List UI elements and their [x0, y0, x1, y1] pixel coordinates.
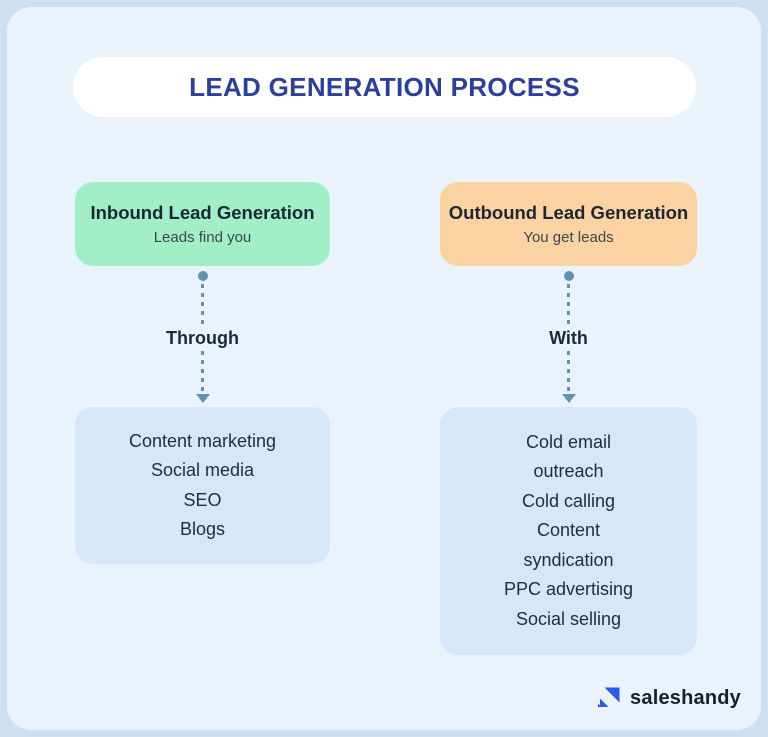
list-item: Blogs: [179, 519, 226, 539]
list-item: SEO: [183, 489, 222, 510]
arrow-down-icon: [195, 394, 210, 403]
brand-name: saleshandy: [630, 686, 741, 709]
outbound-card-heading: Outbound Lead Generation: [448, 202, 689, 223]
inbound-card-heading: Inbound Lead Generation: [90, 202, 315, 223]
brand-logo: saleshandy: [597, 686, 741, 710]
connector-start-dot: [197, 271, 208, 281]
arrow-down-icon: [561, 394, 576, 403]
outbound-connector: With: [440, 266, 697, 407]
connector-start-dot: [563, 271, 574, 281]
inbound-connector: Through: [75, 266, 330, 407]
list-item: Content syndication: [523, 520, 614, 570]
list-item: Social selling: [515, 608, 622, 629]
list-item: Social media: [150, 460, 255, 480]
outbound-card-subheading: You get leads: [523, 229, 614, 246]
title-banner: LEAD GENERATION PROCESS: [73, 57, 696, 117]
list-item: PPC advertising: [503, 579, 634, 600]
connector-dash-top: [201, 284, 204, 325]
connector-dash-top: [567, 284, 570, 325]
outbound-column: Outbound Lead Generation You get leads W…: [440, 182, 697, 655]
connector-dash-bottom: [567, 350, 570, 391]
inbound-connector-label: Through: [166, 327, 239, 348]
outbound-connector-label: With: [549, 327, 588, 348]
outbound-card: Outbound Lead Generation You get leads: [440, 182, 697, 266]
list-item: Content marketing: [128, 430, 277, 451]
inbound-column: Inbound Lead Generation Leads find you T…: [75, 182, 330, 564]
inbound-card: Inbound Lead Generation Leads find you: [75, 182, 330, 266]
saleshandy-logo-icon: [598, 687, 620, 707]
list-item: Cold email outreach: [525, 431, 612, 482]
connector-dash-bottom: [201, 350, 204, 391]
inbound-card-subheading: Leads find you: [153, 229, 252, 246]
outbound-methods-card: Cold email outreach Cold calling Content…: [440, 407, 697, 655]
page-title: LEAD GENERATION PROCESS: [189, 71, 580, 102]
list-item: Cold calling: [521, 490, 616, 511]
inbound-methods-card: Content marketing Social media SEO Blogs: [75, 407, 330, 564]
